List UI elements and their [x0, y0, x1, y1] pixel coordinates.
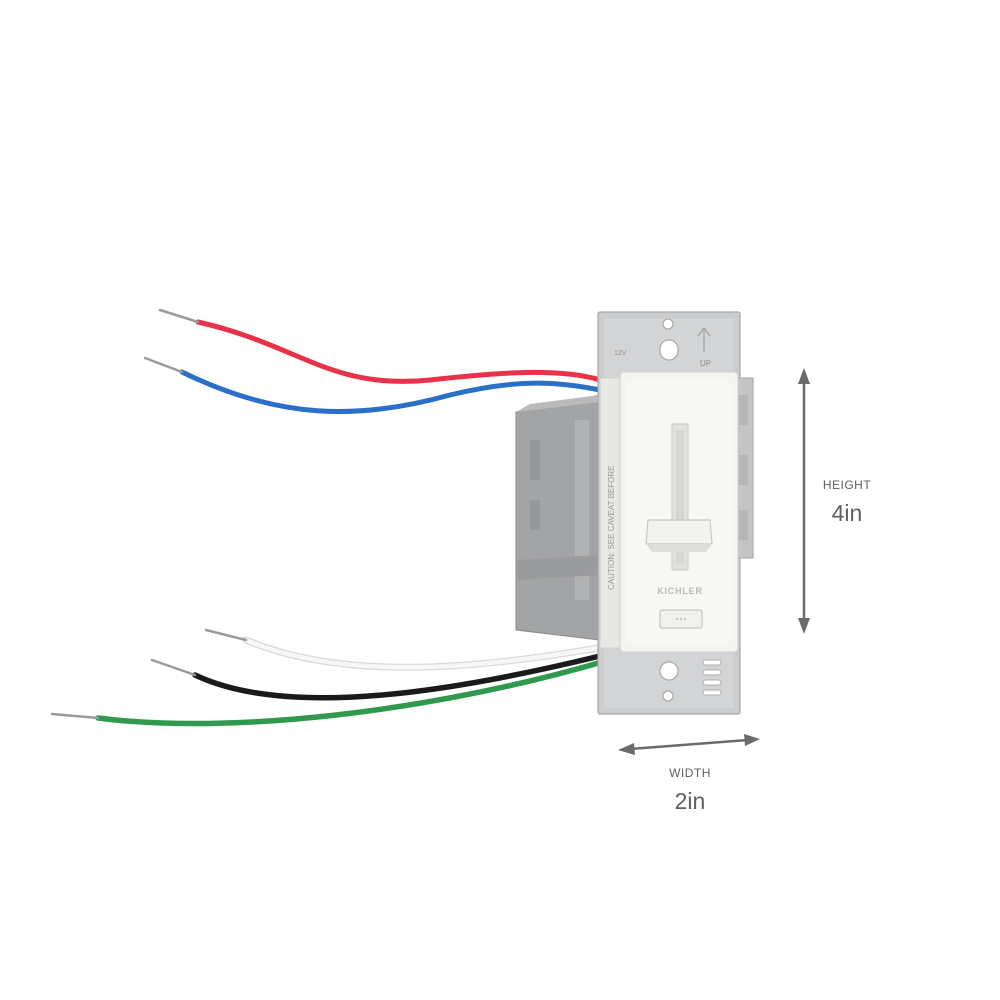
black-wire — [192, 653, 603, 701]
height-value: 4in — [831, 500, 863, 526]
dimmer-body: CAUTION: SEE CAVEAT BEFORE — [599, 371, 739, 653]
width-dimension: WIDTH 2in — [640, 766, 740, 815]
white-wire — [242, 636, 602, 671]
dimmer-slider-knob[interactable] — [645, 519, 713, 552]
black-wire-bare-end — [150, 658, 197, 677]
height-dimension: HEIGHT 4in — [800, 478, 894, 527]
width-value: 2in — [674, 788, 706, 814]
red-wire-bare-end — [158, 308, 200, 324]
width-arrow-icon — [618, 734, 760, 755]
blue-wire — [179, 369, 603, 415]
brand-logo: KICHLER — [657, 586, 703, 596]
rating-label: 12V — [614, 350, 627, 357]
slot-hole-icon — [659, 339, 679, 361]
width-label: WIDTH — [669, 766, 711, 780]
bottom-slot-hole-icon — [659, 661, 679, 681]
bottom-screw-hole-icon — [662, 690, 674, 702]
white-wire-core — [243, 637, 601, 670]
green-wire-bare-end — [50, 712, 100, 720]
screw-hole-icon — [662, 318, 674, 330]
blue-wire-bare-end — [143, 356, 184, 374]
power-toggle-button[interactable] — [659, 609, 703, 629]
green-wire — [95, 659, 605, 727]
height-label: HEIGHT — [822, 478, 872, 492]
up-arrow-icon — [697, 327, 711, 352]
metal-housing — [515, 394, 601, 641]
up-label: UP — [700, 359, 711, 368]
wires — [50, 308, 605, 727]
caution-label: CAUTION: SEE CAVEAT BEFORE — [607, 466, 616, 590]
white-wire-bare-end — [204, 628, 248, 642]
height-arrow-icon — [798, 368, 810, 634]
red-wire — [195, 319, 603, 384]
